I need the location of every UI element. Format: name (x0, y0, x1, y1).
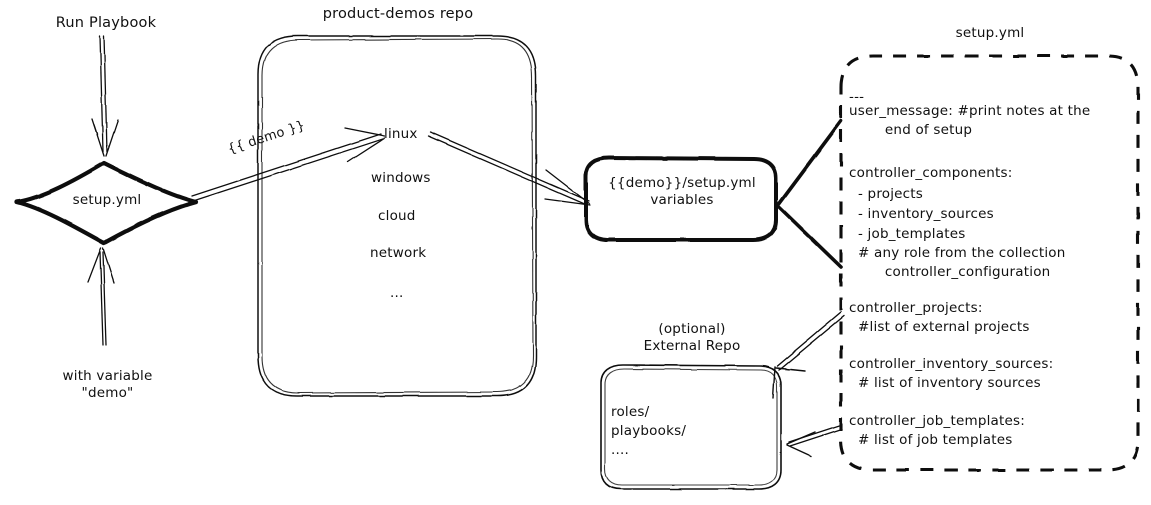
run-playbook-label: Run Playbook (55, 15, 157, 31)
variables-box-label: {{demo}}/setup.yml variables (608, 175, 756, 209)
repo-item-ellipsis: ... (390, 285, 404, 301)
arrow-run-playbook (91, 35, 119, 157)
panel-line-1: user_message: #print notes at the (849, 103, 1091, 119)
product-demos-repo-box (257, 35, 537, 397)
arrow-projects-to-external-repo (772, 311, 845, 399)
arrow-job-templates-to-external-repo (786, 424, 843, 457)
repo-item-cloud: cloud (378, 208, 416, 224)
repo-item-network: network (370, 245, 427, 261)
variables-box-shape (584, 156, 778, 242)
external-repo-item-playbooks: playbooks/ (611, 423, 687, 439)
with-variable-text: with variable "demo" (62, 368, 153, 402)
with-variable-label: with variable "demo" (35, 368, 180, 403)
repo-item-windows: windows (371, 170, 431, 186)
panel-line-4: controller_components: (849, 165, 1013, 181)
repo-item-linux: linux (384, 126, 418, 142)
panel-line-2: end of setup (849, 122, 973, 138)
panel-line-14: controller_inventory_sources: (849, 356, 1054, 372)
panel-line-6: - inventory_sources (849, 206, 994, 222)
setup-yml-panel-title: setup.yml (955, 25, 1025, 41)
setup-yml-diamond-label: setup.yml (72, 192, 142, 208)
external-repo-title: (optional) External Repo (643, 321, 741, 355)
arrow-setup-to-linux (191, 127, 386, 202)
arrow-with-variable (87, 247, 115, 346)
setup-yml-panel-box (839, 54, 1140, 472)
panel-line-18: # list of job templates (849, 432, 1013, 448)
arrow-linux-to-variables (427, 131, 591, 206)
panel-line-17: controller_job_templates: (849, 413, 1026, 429)
panel-line-15: # list of inventory sources (849, 375, 1041, 391)
panel-line-5: - projects (849, 186, 924, 202)
panel-line-7: - job_templates (849, 226, 966, 242)
external-repo-item-ellipsis: .... (611, 442, 629, 458)
external-repo-box (600, 364, 782, 490)
external-repo-item-roles: roles/ (611, 404, 650, 420)
panel-line-9: controller_configuration (849, 264, 1051, 280)
product-demos-repo-title: product-demos repo (322, 6, 474, 22)
setup-yml-diamond-shape (14, 160, 199, 246)
panel-line-12: #list of external projects (849, 319, 1030, 335)
panel-line-8: # any role from the collection (849, 245, 1066, 261)
panel-to-variables-lines (777, 119, 843, 269)
panel-line-0: --- (849, 89, 865, 105)
panel-line-11: controller_projects: (849, 300, 983, 316)
